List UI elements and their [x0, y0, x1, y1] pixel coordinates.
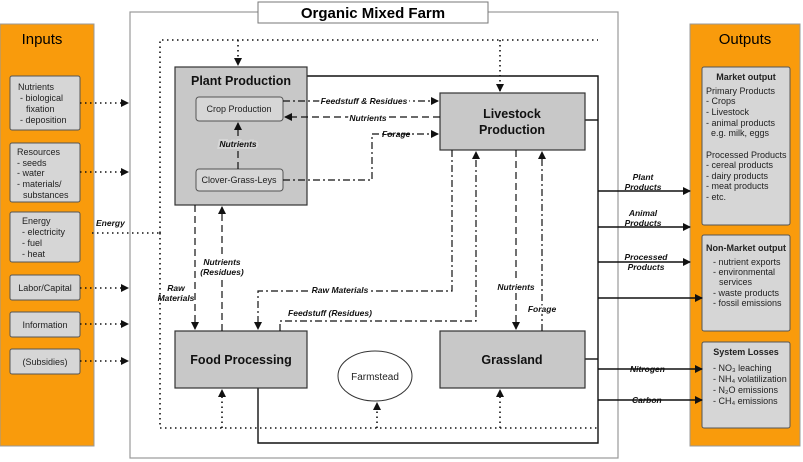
feedstuff-residues-low-label: Feedstuff (Residues): [288, 308, 372, 318]
input-labor-capital: Labor/Capital: [9, 274, 81, 301]
svg-text:Production: Production: [479, 123, 545, 137]
svg-text:substances: substances: [23, 190, 69, 200]
svg-text:- NH₄ volatilization: - NH₄ volatilization: [713, 374, 787, 384]
svg-text:System Losses: System Losses: [713, 347, 779, 357]
nitrogen-label: Nitrogen: [630, 364, 665, 374]
forage-right-label: Forage: [528, 304, 557, 314]
output-collector-line: [257, 75, 599, 444]
svg-text:- seeds: - seeds: [17, 158, 47, 168]
svg-text:Livestock: Livestock: [483, 107, 541, 121]
svg-text:- biological: - biological: [20, 93, 63, 103]
svg-text:fixation: fixation: [26, 104, 55, 114]
non-market-output-box: Non-Market output - nutrient exports- en…: [701, 234, 791, 332]
carbon-label: Carbon: [632, 395, 662, 405]
energy-loop-bottom: [159, 233, 598, 429]
svg-text:Grassland: Grassland: [481, 353, 542, 367]
svg-text:- waste products: - waste products: [713, 288, 780, 298]
svg-text:- N₂O emissions: - N₂O emissions: [713, 385, 779, 395]
grassland-box: Grassland: [439, 330, 586, 389]
outputs-title: Outputs: [719, 31, 772, 48]
nutrients-inner-label: Nutrients: [219, 139, 257, 149]
system-losses-box: System Losses - NO₃ leaching- NH₄ volati…: [701, 341, 791, 429]
input-resources: Resources- seeds- water- materials/ subs…: [9, 142, 81, 203]
livestock-production-box: Livestock Production: [439, 92, 586, 151]
raw-materials-label: Raw Materials: [312, 285, 369, 295]
input-information: Information: [9, 311, 81, 338]
crop-production-box: Crop Production: [195, 96, 284, 122]
svg-text:Market output: Market output: [716, 72, 776, 82]
svg-text:- etc.: - etc.: [706, 192, 726, 202]
nutrients-residues-label: Nutrients(Residues): [200, 257, 244, 277]
svg-text:Labor/Capital: Labor/Capital: [18, 283, 72, 293]
svg-text:- nutrient exports: - nutrient exports: [713, 257, 781, 267]
svg-text:- fuel: - fuel: [22, 238, 42, 248]
svg-text:(Subsidies): (Subsidies): [22, 357, 67, 367]
svg-text:Primary Products: Primary Products: [706, 86, 776, 96]
farmstead-ellipse: Farmstead: [337, 350, 413, 402]
svg-text:- cereal products: - cereal products: [706, 160, 774, 170]
farm-title: Organic Mixed Farm: [301, 5, 445, 22]
forage-top-arrow: [283, 130, 439, 181]
svg-text:- water: - water: [17, 168, 45, 178]
svg-text:Food Processing: Food Processing: [190, 353, 291, 367]
svg-text:- CH₄ emissions: - CH₄ emissions: [713, 396, 778, 406]
svg-text:Crop Production: Crop Production: [206, 104, 271, 114]
svg-text:- meat products: - meat products: [706, 181, 769, 191]
nutrients-right-label: Nutrients: [497, 282, 535, 292]
svg-text:Energy: Energy: [22, 216, 51, 226]
food-processing-box: Food Processing: [174, 330, 308, 389]
svg-text:services: services: [719, 277, 753, 287]
energy-flow-label: Energy: [96, 218, 126, 228]
svg-text:- deposition: - deposition: [20, 115, 67, 125]
raw-materials-arrow: [254, 150, 453, 330]
svg-text:Processed Products: Processed Products: [706, 150, 787, 160]
svg-text:- NO₃ leaching: - NO₃ leaching: [713, 363, 772, 373]
svg-text:Clover-Grass-Leys: Clover-Grass-Leys: [201, 175, 277, 185]
svg-text:- Crops: - Crops: [706, 96, 736, 106]
svg-text:e.g. milk, eggs: e.g. milk, eggs: [711, 128, 770, 138]
svg-text:- Livestock: - Livestock: [706, 107, 750, 117]
feedstuff-residues-label: Feedstuff & Residues: [321, 96, 408, 106]
input-subsidies: (Subsidies): [9, 348, 81, 375]
svg-text:- dairy products: - dairy products: [706, 171, 769, 181]
svg-text:- materials/: - materials/: [17, 179, 62, 189]
svg-text:- electricity: - electricity: [22, 227, 66, 237]
svg-text:Nutrients: Nutrients: [18, 82, 55, 92]
input-nutrients: Nutrients- biological fixation- depositi…: [9, 75, 81, 131]
nutrients-top-label: Nutrients: [349, 113, 387, 123]
svg-text:- heat: - heat: [22, 249, 46, 259]
svg-text:Plant Production: Plant Production: [191, 74, 291, 88]
feedstuff-residues-low-arrow: [279, 151, 480, 331]
svg-text:- animal products: - animal products: [706, 118, 776, 128]
inputs-title: Inputs: [22, 31, 63, 48]
svg-text:Farmstead: Farmstead: [351, 372, 399, 383]
input-arrows: [80, 99, 160, 365]
svg-text:Resources: Resources: [17, 147, 61, 157]
input-energy: Energy- electricity- fuel- heat: [9, 211, 81, 263]
svg-text:Information: Information: [22, 320, 67, 330]
farm-title-box: [257, 1, 489, 24]
output-arrows: [598, 187, 703, 404]
forage-top-label: Forage: [382, 129, 411, 139]
clover-grass-leys-box: Clover-Grass-Leys: [195, 168, 284, 192]
energy-loop-top: [159, 39, 598, 233]
market-output-box: Market output Primary Products- Crops- L…: [701, 66, 791, 226]
svg-text:Non-Market output: Non-Market output: [706, 243, 786, 253]
svg-text:- environmental: - environmental: [713, 267, 775, 277]
svg-text:- fossil emissions: - fossil emissions: [713, 298, 782, 308]
